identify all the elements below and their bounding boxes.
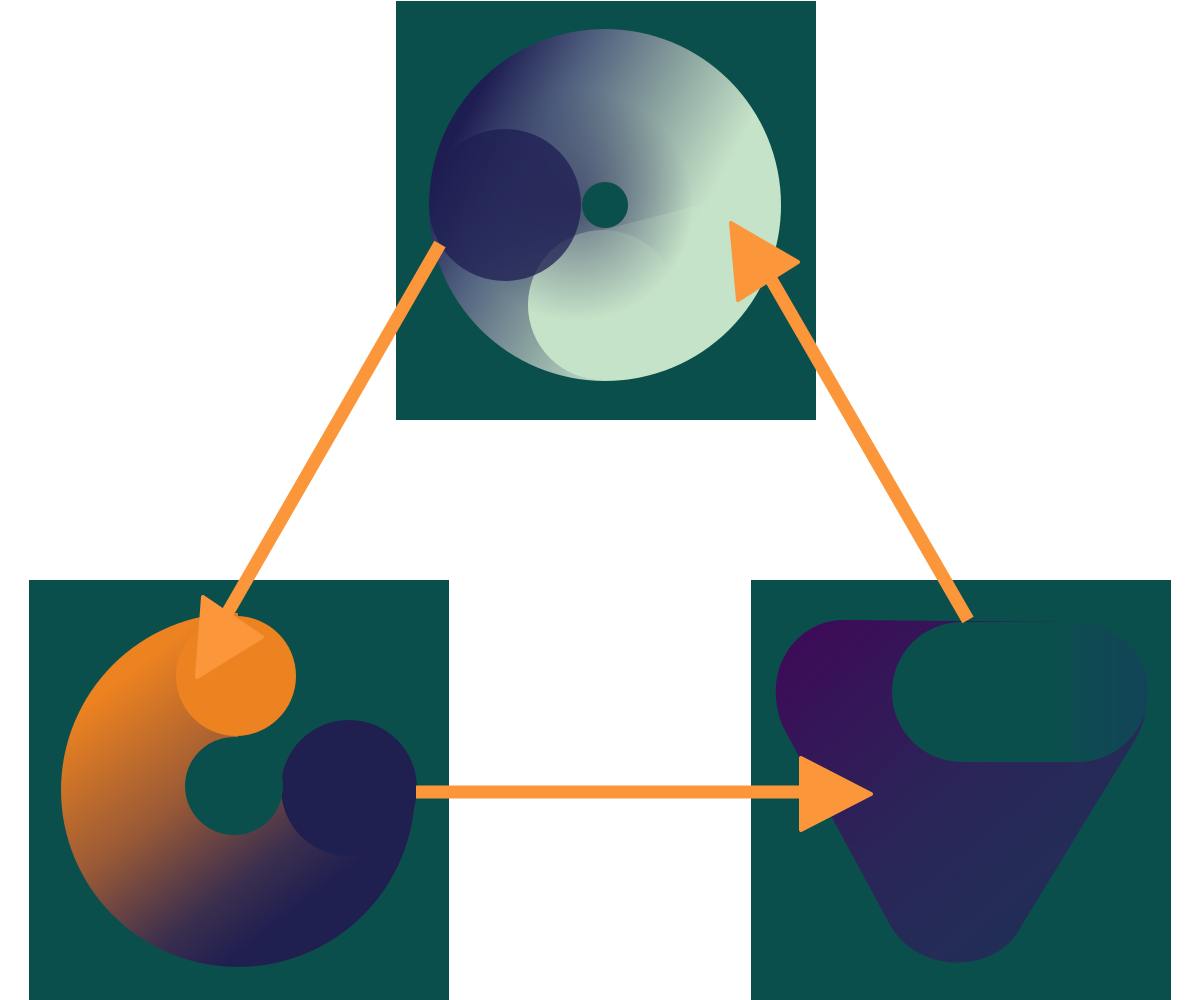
panel-bottom-left xyxy=(29,580,449,1000)
arrow-bottom-right-to-top xyxy=(729,221,974,624)
spiral-ring-top xyxy=(429,29,781,381)
arrow-bottom-left-to-bottom-right xyxy=(416,756,873,832)
arrowhead-icon xyxy=(729,221,800,302)
arrow-top-to-bottom-left xyxy=(195,240,446,679)
triangle-blob-bottom-right xyxy=(775,620,1148,963)
panel-top xyxy=(396,1,816,420)
arrowhead-icon xyxy=(799,756,873,832)
arrowhead-icon xyxy=(195,595,264,679)
